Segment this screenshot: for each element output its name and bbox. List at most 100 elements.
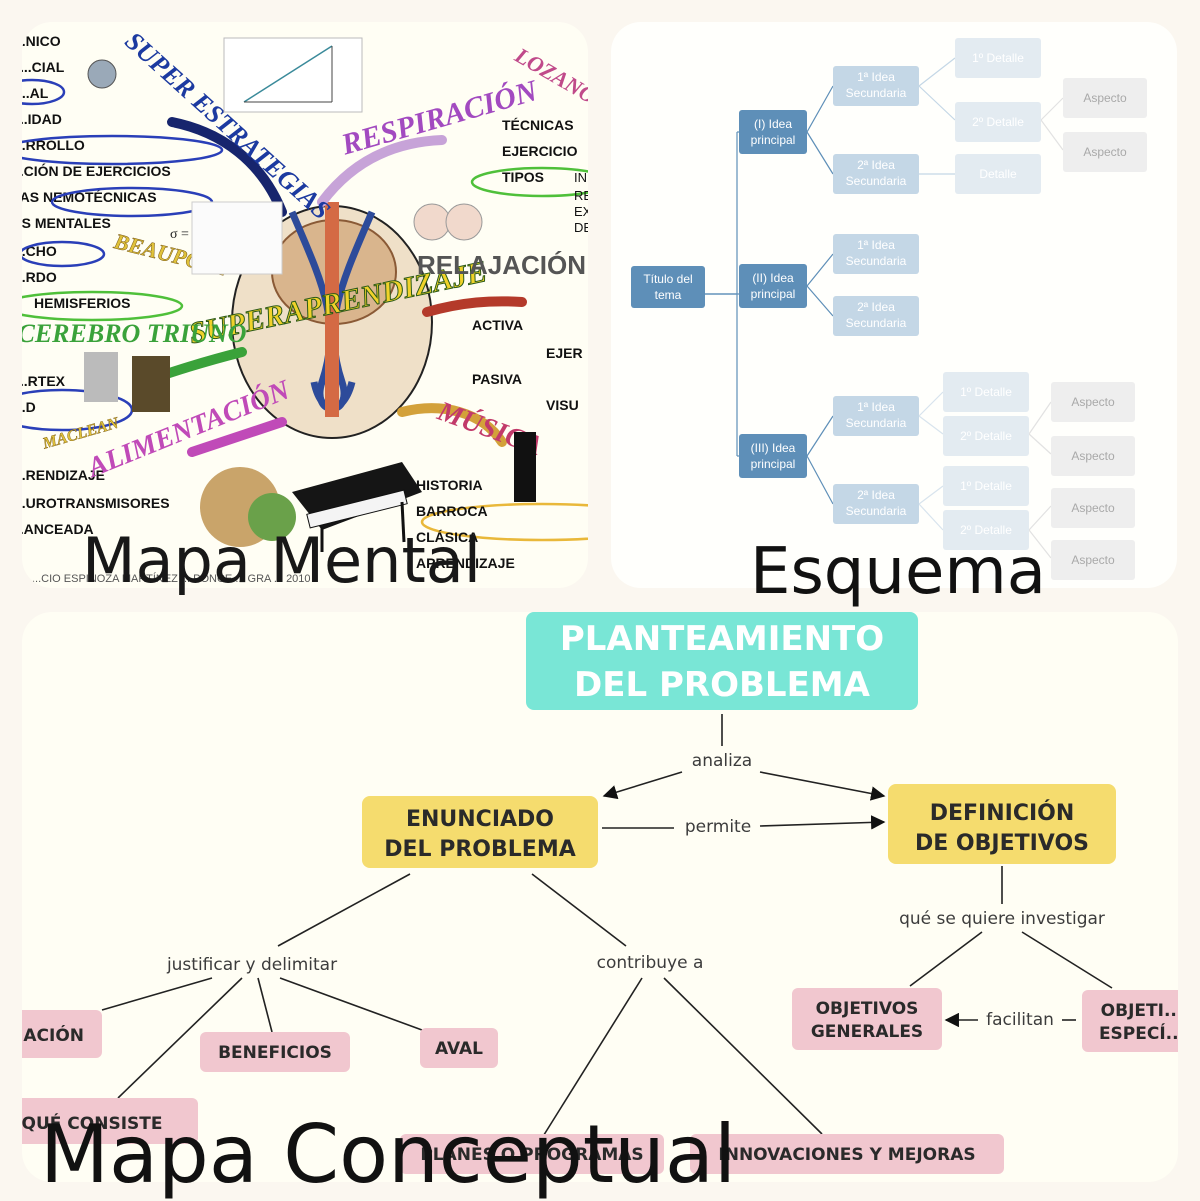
definicion-line1: DEFINICIÓN — [930, 800, 1075, 826]
molecule-icon — [87, 59, 117, 89]
esquema-caption: Esquema — [750, 535, 1046, 609]
esquema-sec-2b-l2: Secundaria — [846, 316, 907, 330]
esquema-main-node-1 — [739, 110, 807, 154]
mm-tipo-1: RE — [574, 188, 588, 203]
esquema-aspect-1: Aspecto — [1083, 91, 1127, 105]
esquema-aspect-6: Aspecto — [1071, 553, 1115, 567]
innovaciones-node — [690, 1134, 1004, 1174]
definicion-node — [888, 784, 1116, 864]
esquema-root-node — [631, 266, 705, 308]
face-icon — [413, 203, 451, 241]
mapa-conceptual-caption: Mapa Conceptual — [40, 1108, 737, 1201]
esquema-sec-1a-l2: Secundaria — [846, 86, 907, 100]
objetivos-generales-node — [792, 988, 942, 1050]
esquema-sec-2a-l2: Secundaria — [846, 254, 907, 268]
branch-relajacion: RELAJACIÓN — [417, 250, 586, 280]
aval-label: AVAL — [435, 1039, 483, 1059]
relajacion-list: ACTIVA EJER PASIVA VISU — [472, 317, 583, 413]
objetivos-generales-line1: OBJETIVOS — [816, 999, 919, 1019]
mm-left-2: ...AL — [22, 85, 49, 101]
esquema-main-1-line2: principal — [751, 133, 796, 147]
enunciado-line2: DEL PROBLEMA — [384, 837, 575, 862]
esquema-detail-4: 1º Detalle — [960, 385, 1012, 399]
mm-tipo-3: DE — [574, 220, 588, 235]
beneficios-label: BENEFICIOS — [218, 1043, 332, 1063]
planteamiento-line2: DEL PROBLEMA — [574, 665, 871, 705]
enunciado-line1: ENUNCIADO — [406, 807, 554, 832]
mm-left-8: ...CHO — [22, 243, 57, 259]
mm-relax-0: ACTIVA — [472, 317, 523, 333]
definicion-line2: DE OBJETIVOS — [915, 831, 1089, 856]
mm-music-0: HISTORIA — [416, 477, 483, 493]
formula-text: σ = — [170, 227, 189, 242]
esquema-detail-5: 2º Detalle — [960, 429, 1012, 443]
musician-image — [514, 432, 536, 502]
objetivos-especificos-node — [1082, 990, 1178, 1052]
face-icon — [445, 203, 483, 241]
link-contribuye: contribuye a — [597, 953, 704, 973]
respiracion-list: TÉCNICAS EJERCICIO TIPOS — [502, 117, 578, 185]
esquema-tree: Título del tema (I) Idea principal (II) … — [631, 38, 1147, 580]
esquema-aspect-5: Aspecto — [1071, 501, 1115, 515]
objetivos-especificos-line1: OBJETI... — [1101, 1001, 1178, 1021]
mm-left-14: ...UROTRANSMISORES — [22, 495, 170, 511]
esquema-detail-6: 1º Detalle — [960, 479, 1012, 493]
esquema-main-3-line1: (III) Idea — [751, 441, 796, 455]
esquema-detail-3: Detalle — [979, 167, 1017, 181]
portrait-einstein-image — [84, 352, 118, 402]
mm-music-2: CLÁSICA — [416, 529, 478, 545]
planteamiento-line1: PLANTEAMIENTO — [560, 619, 884, 659]
mm-left-1: ...CIAL — [22, 59, 65, 75]
mm-left-3: ...IDAD — [22, 111, 62, 127]
esquema-main-1-line1: (I) Idea — [754, 117, 792, 131]
musica-list: HISTORIA BARROCA CLÁSICA APRENDIZAJE — [416, 477, 515, 571]
mm-relax-3: VISU — [546, 397, 579, 413]
planteamiento-node — [526, 612, 918, 710]
mind-map-footer: ...CIO ESPINOZA MARTÍNEZ ... PONCE ... G… — [32, 572, 311, 585]
mm-resp-1: EJERCICIO — [502, 143, 578, 159]
link-permite: permite — [685, 817, 751, 837]
esquema-aspect-4: Aspecto — [1071, 449, 1115, 463]
mm-left-13: ...RENDIZAJE — [22, 467, 105, 483]
mm-tipo-2: EX — [574, 204, 588, 219]
planes-label: PLANES O PROGRAMAS — [420, 1145, 643, 1165]
esquema-detail-7: 2º Detalle — [960, 523, 1012, 537]
mm-left-0: ...NICO — [22, 33, 61, 49]
esquema-detail-nodes: 1º Detalle 2º Detalle Detalle 1º Detalle… — [943, 38, 1041, 550]
mm-resp-0: TÉCNICAS — [502, 117, 574, 133]
esquema-secondary-nodes: 1ª Idea Secundaria 2ª Idea Secundaria 1ª… — [833, 66, 919, 524]
formula-image — [191, 201, 283, 275]
mind-map-drawing: ...NICO ...CIAL ...AL ...IDAD ...RROLLO … — [22, 26, 588, 585]
mm-left-11: ...RTEX — [22, 373, 66, 389]
mm-left-4: ...RROLLO — [22, 137, 85, 153]
esquema-sec-3a-l2: Secundaria — [846, 416, 907, 430]
enunciado-node — [362, 796, 598, 868]
piano-image — [292, 462, 422, 552]
que-consiste-node — [22, 1098, 198, 1144]
esquema-sec-3a-l1: 1ª Idea — [857, 400, 895, 414]
mapa-mental-caption: Mapa Mental — [82, 524, 482, 597]
esquema-main-node-2 — [739, 264, 807, 308]
concept-map-connectors — [101, 714, 1113, 1139]
link-que-se-quiere: qué se quiere investigar — [899, 909, 1105, 929]
beneficios-node — [200, 1032, 350, 1072]
esquema-main-2-line2: principal — [751, 287, 796, 301]
link-facilitan: facilitan — [986, 1010, 1054, 1030]
esquema-sec-3b-l2: Secundaria — [846, 504, 907, 518]
esquema-detail-2: 2º Detalle — [972, 115, 1024, 129]
mm-music-1: BARROCA — [416, 503, 488, 519]
portrait-mona-lisa-image — [132, 356, 170, 412]
mind-map-panel: ...NICO ...CIAL ...AL ...IDAD ...RROLLO … — [22, 22, 588, 588]
esquema-sec-3b-l1: 2ª Idea — [857, 488, 895, 502]
esquema-sec-2b-l1: 2ª Idea — [857, 300, 895, 314]
planes-node — [400, 1134, 664, 1174]
esquema-main-3-line2: principal — [751, 457, 796, 471]
esquema-sec-2a-l1: 1ª Idea — [857, 238, 895, 252]
mm-left-15: ...ANCEADA — [22, 521, 94, 537]
mm-left-9: ...RDO — [22, 269, 57, 285]
objetivos-especificos-line2: ESPECÍ... — [1099, 1022, 1178, 1044]
mm-left-10: HEMISFERIOS — [34, 295, 130, 311]
esquema-aspect-2: Aspecto — [1083, 145, 1127, 159]
mm-left-12: ...D — [22, 399, 36, 415]
esquema-detail-1: 1º Detalle — [972, 51, 1024, 65]
